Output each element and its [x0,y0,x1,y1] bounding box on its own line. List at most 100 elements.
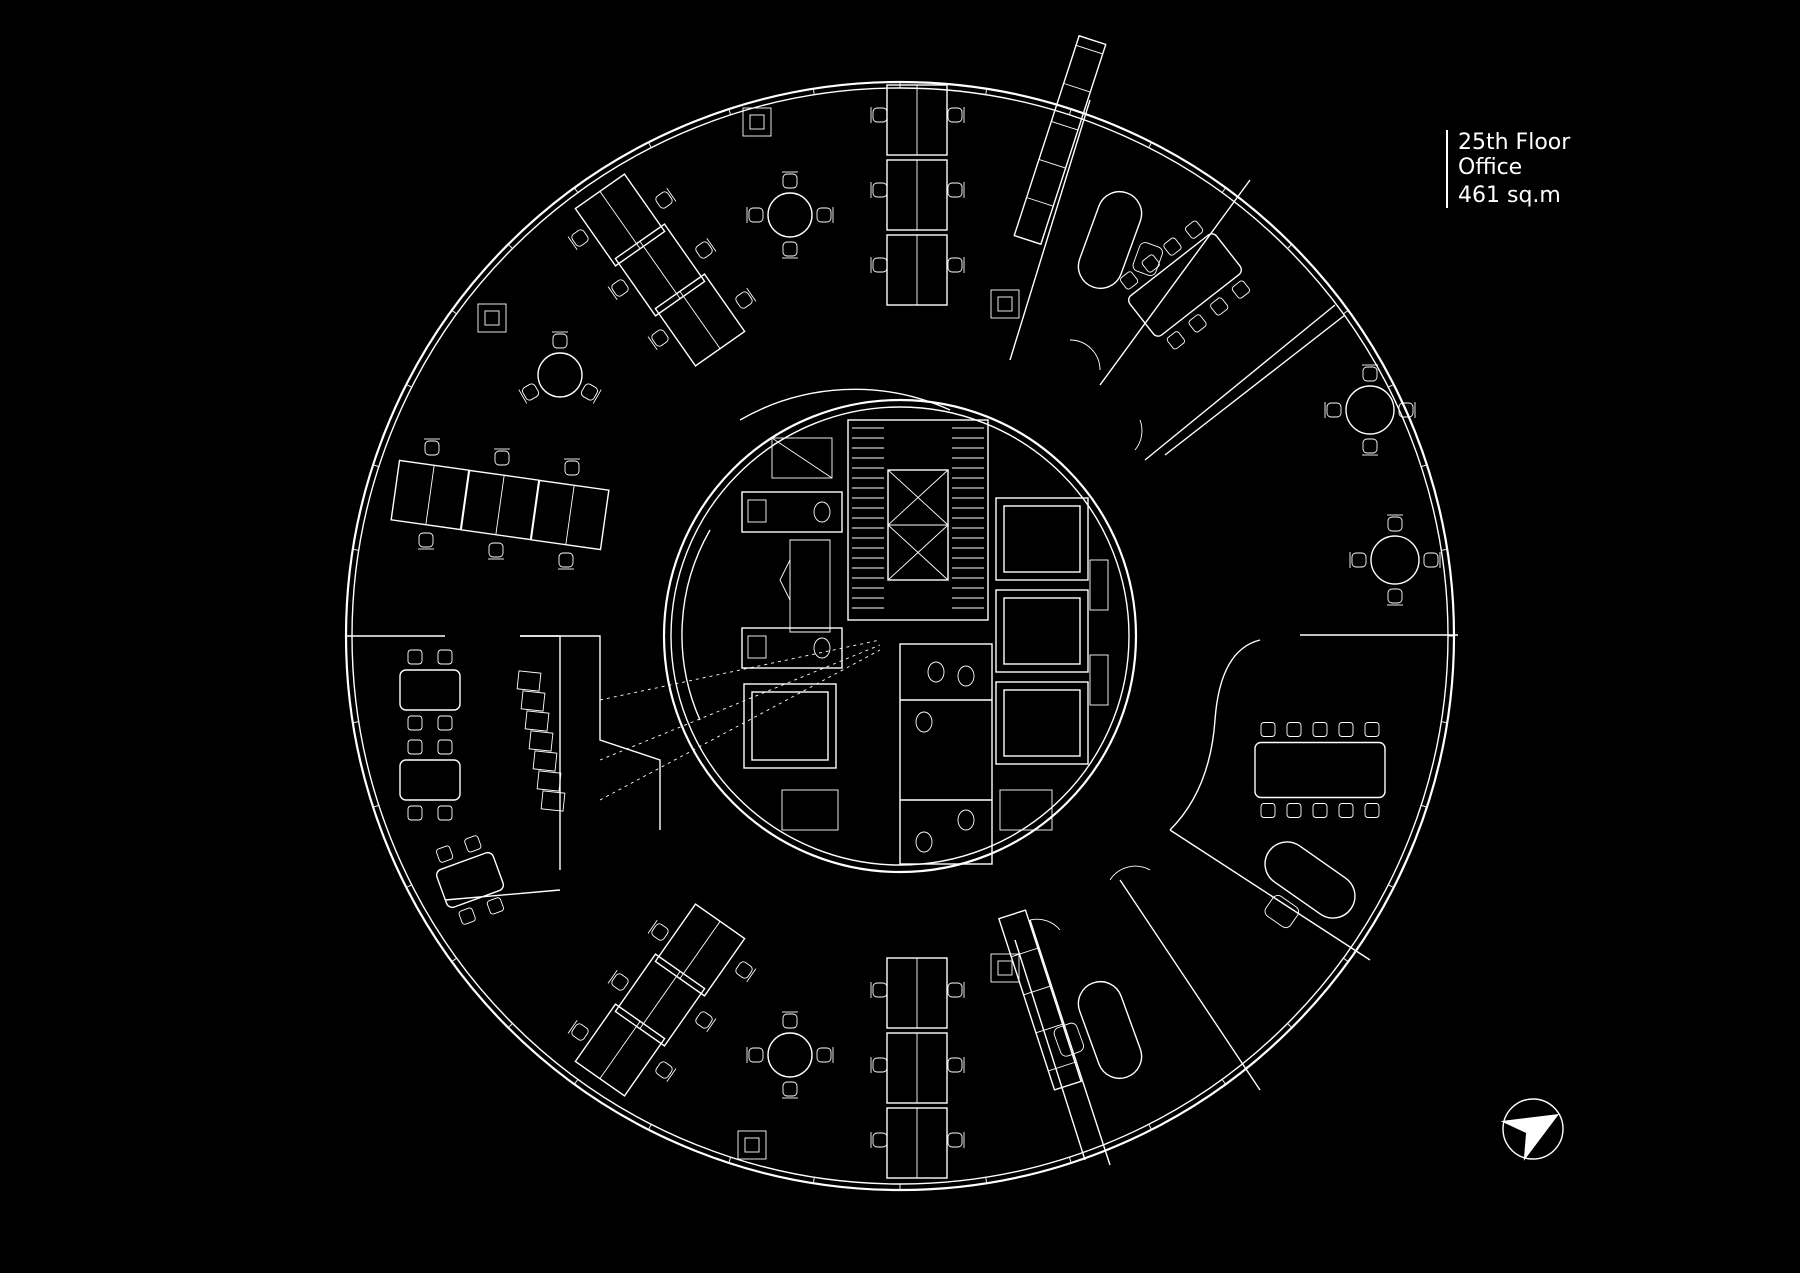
chair [1387,588,1403,606]
chair [870,982,888,998]
desk [390,459,470,531]
round-table [537,352,583,398]
elevator-bank [743,497,1109,769]
desk [614,223,706,317]
chair [424,438,440,456]
chair [735,288,757,309]
chair [552,331,568,349]
cabinet [997,909,1083,1091]
chair [782,1081,798,1099]
desk [654,273,746,367]
printer-symbol [477,303,507,333]
locker [532,750,558,772]
chair [870,107,888,123]
chair [735,961,757,982]
office-desk [1264,841,1356,929]
desk [654,903,746,997]
conference-table [1254,722,1386,818]
locker [516,670,542,692]
floor-label: 25th Floor [1458,130,1571,155]
stair [847,419,989,621]
chair [488,542,504,560]
chair [1362,438,1378,456]
conference-table [399,649,461,731]
locker [540,790,566,812]
chair [947,182,965,198]
chair [567,1020,589,1041]
chair [695,238,717,259]
chair [816,207,834,223]
furniture [390,34,1441,1179]
chair [947,107,965,123]
desk [530,479,610,551]
chair [782,1011,798,1029]
desk [886,234,948,306]
locker [520,690,546,712]
restrooms [741,491,993,865]
chair [518,383,540,404]
office-desk [1077,190,1163,290]
desk [886,1107,948,1179]
use-label: Office [1458,155,1523,180]
printer-symbol [990,953,1020,983]
chair [655,188,677,209]
conference-table [399,739,461,821]
chair [947,982,965,998]
chair [647,329,669,350]
locker [536,770,562,792]
chair [494,448,510,466]
chair [567,229,589,250]
desk [460,469,540,541]
chair [870,1057,888,1073]
outer-wall [344,80,1456,1192]
desk [574,173,666,267]
chair [655,1061,677,1082]
chair [947,1132,965,1148]
desk [886,84,948,156]
chair [418,532,434,550]
plan-legend: 25th Floor Office 461 sq.m [1446,130,1570,208]
cabinet [1013,34,1107,246]
area-label: 461 sq.m [1458,183,1561,208]
chair [870,257,888,273]
locker [524,710,550,732]
chair [695,1011,717,1032]
desk [886,957,948,1029]
chair [564,458,580,476]
chair [1423,552,1441,568]
printer-symbol [990,289,1020,319]
chair [647,920,669,941]
office-desk [1053,980,1143,1080]
north-arrow-icon: N [1500,1098,1564,1161]
chair [558,552,574,570]
conference-table [1120,220,1250,350]
desk [886,1032,948,1104]
chair [870,182,888,198]
chair [1387,514,1403,532]
conference-table [435,835,505,925]
chair [782,241,798,259]
chair [947,1057,965,1073]
building-core [662,388,1138,874]
round-table [1370,535,1420,585]
round-table [767,1032,813,1078]
round-table [767,192,813,238]
desk [886,159,948,231]
chair [746,207,764,223]
chair [1362,364,1378,382]
chair [782,171,798,189]
chair [870,1132,888,1148]
printer-symbol [742,107,772,137]
chair [1324,402,1342,418]
chair [1398,402,1416,418]
round-table [1345,385,1395,435]
chair [947,257,965,273]
printer-symbol [737,1130,767,1160]
chair [746,1047,764,1063]
chair [580,383,602,404]
chair [607,970,629,991]
partitions [345,99,1458,1166]
desk [614,953,706,1047]
desk [574,1003,666,1097]
